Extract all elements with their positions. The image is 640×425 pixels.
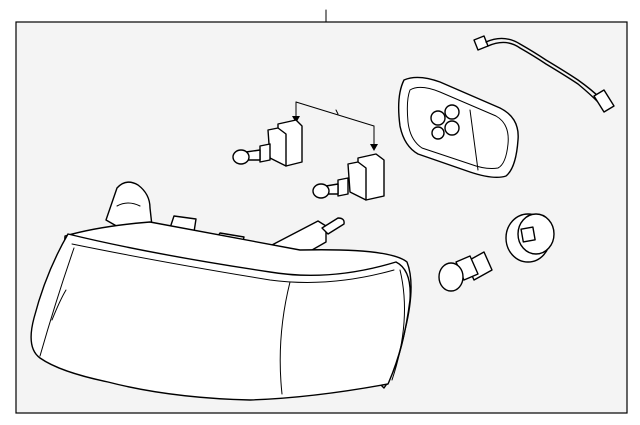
grommet-icon — [505, 213, 555, 263]
side-marker-lens-icon — [397, 76, 519, 179]
bulb-socket-lower-icon — [312, 153, 385, 201]
wire-harness-icon — [473, 35, 615, 113]
small-bulb-icon — [438, 251, 493, 292]
socket-callout-bracket — [292, 101, 378, 151]
bulb-socket-upper-icon — [232, 119, 303, 167]
headlamp-assembly-icon — [30, 181, 412, 401]
